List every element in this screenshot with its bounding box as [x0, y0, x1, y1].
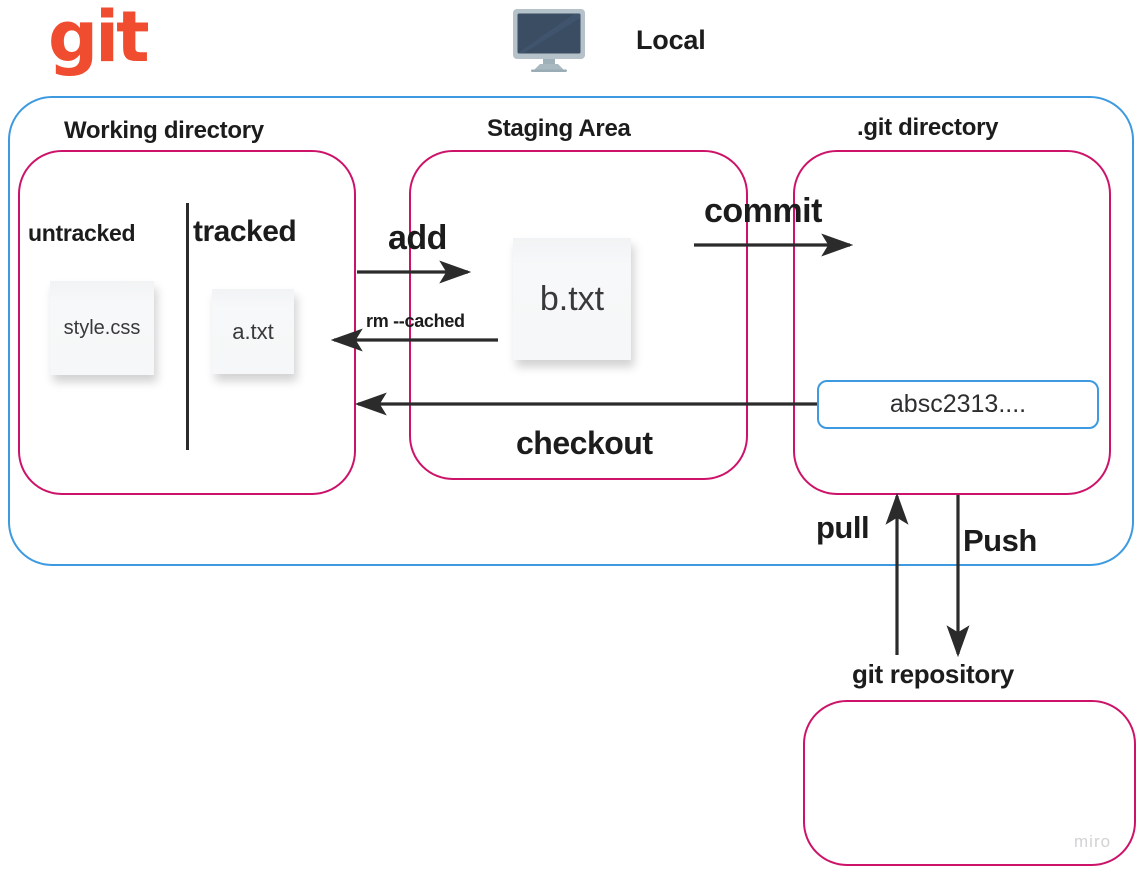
push-command-label: Push — [963, 523, 1037, 558]
staging-area-box — [409, 150, 748, 480]
checkout-command-label: checkout — [516, 425, 653, 461]
file-note-b-txt: b.txt — [513, 238, 631, 360]
working-directory-title: Working directory — [64, 117, 264, 144]
git-directory-title: .git directory — [857, 114, 999, 141]
untracked-label: untracked — [28, 220, 136, 246]
tracked-label: tracked — [193, 215, 297, 248]
tracked-untracked-divider — [186, 203, 189, 450]
file-note-style-css: style.css — [50, 281, 154, 375]
local-container — [8, 96, 1134, 566]
commit-hash-chip: absc2313.... — [817, 380, 1099, 429]
git-repository-box — [803, 700, 1136, 866]
local-label: Local — [636, 25, 706, 55]
add-command-label: add — [388, 219, 447, 257]
rm-cached-command-label: rm --cached — [366, 311, 465, 331]
miro-watermark: miro — [1074, 832, 1112, 851]
file-note-a-txt: a.txt — [212, 289, 294, 374]
working-directory-box — [18, 150, 356, 495]
git-logo: git — [48, 0, 150, 78]
commit-command-label: commit — [704, 192, 822, 230]
pull-command-label: pull — [816, 510, 870, 545]
staging-area-title: Staging Area — [487, 115, 631, 142]
git-directory-box — [793, 150, 1111, 495]
git-repository-title: git repository — [852, 659, 1014, 689]
monitor-icon — [512, 8, 586, 72]
